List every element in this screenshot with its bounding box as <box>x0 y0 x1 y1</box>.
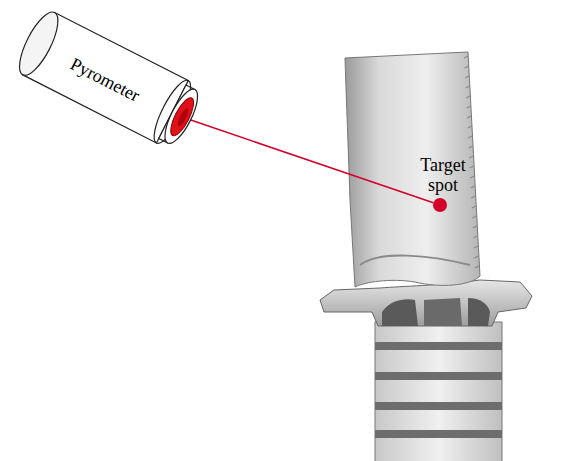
root-stripe <box>375 342 502 350</box>
cooling-hole <box>465 66 469 68</box>
cooling-hole <box>471 186 475 188</box>
cooling-hole <box>465 76 469 78</box>
cooling-hole <box>474 256 478 258</box>
cooling-hole <box>467 116 471 118</box>
target-spot: Target spot <box>433 198 447 212</box>
laser-beam <box>182 117 433 203</box>
spot-label: Target spot <box>413 155 473 196</box>
cooling-hole <box>475 266 479 268</box>
cooling-hole <box>466 96 470 98</box>
cooling-hole <box>473 226 477 228</box>
cooling-hole <box>474 246 478 248</box>
cooling-hole <box>468 136 472 138</box>
cooling-hole <box>472 216 476 218</box>
cooling-hole <box>464 56 468 58</box>
root-stripe <box>375 402 502 410</box>
pyrometer: Pyrometer <box>10 0 210 165</box>
cooling-hole <box>470 166 474 168</box>
cooling-hole <box>471 196 475 198</box>
cooling-hole <box>469 156 473 158</box>
cooling-hole <box>466 86 470 88</box>
cooling-hole <box>472 206 476 208</box>
cooling-hole <box>473 236 477 238</box>
cooling-hole <box>468 126 472 128</box>
cooling-hole <box>470 176 474 178</box>
cooling-hole <box>467 106 471 108</box>
cooling-hole <box>469 146 473 148</box>
root-stripe <box>375 372 502 380</box>
spot-marker <box>433 198 447 212</box>
root-stripe <box>375 430 502 438</box>
